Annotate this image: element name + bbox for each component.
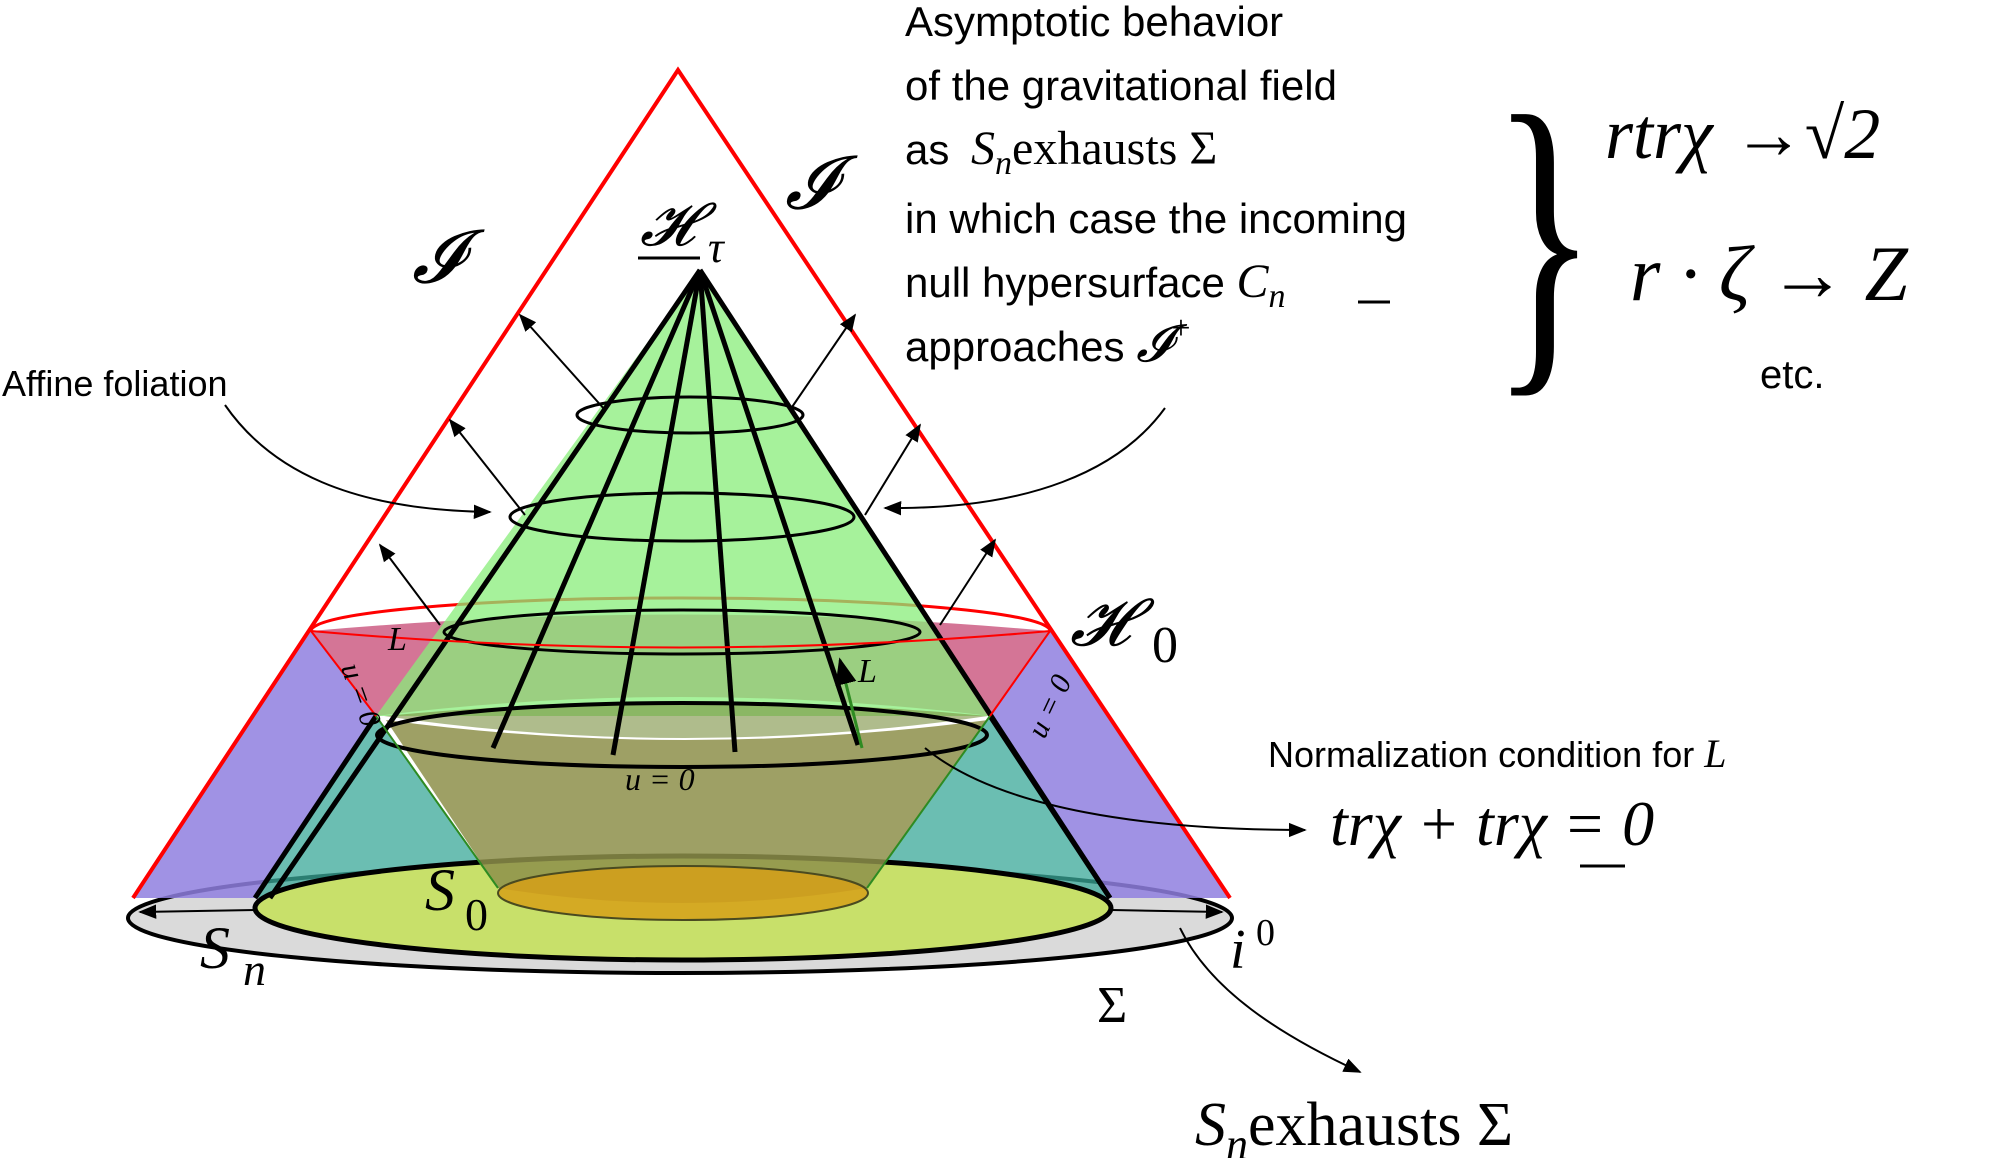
cone-side-left xyxy=(267,268,703,900)
formula-rzeta: r · ζ→Z xyxy=(1630,230,1909,317)
svg-text:Asymptotic behavior: Asymptotic behavior xyxy=(905,0,1283,45)
foliation-spheres xyxy=(375,395,989,769)
teal-region-right xyxy=(867,716,1110,898)
red-rim-right xyxy=(989,630,1051,717)
teal-region-left xyxy=(255,716,498,898)
affine-foliation-label: Affine foliation xyxy=(2,363,228,404)
u0-label-center: u = 0 xyxy=(625,761,695,797)
svg-text:of the gravitational field: of the gravitational field xyxy=(905,62,1337,109)
svg-text:𝓗: 𝓗 xyxy=(640,190,717,260)
red-rim-left xyxy=(310,630,377,717)
svg-text:i: i xyxy=(1230,919,1246,981)
normalization-equation: trχ + trχ = 0 xyxy=(1330,788,1654,859)
scri-plus xyxy=(131,66,1232,900)
sn-label: S n xyxy=(200,915,266,995)
asymptotic-text: Asymptotic behavior of the gravitational… xyxy=(905,0,1407,374)
h-tau-label: 𝓗 τ xyxy=(638,190,726,272)
sigma-label: Σ xyxy=(1097,977,1127,1034)
s0-label: S 0 xyxy=(425,857,488,940)
incoming-cone-left xyxy=(252,714,379,900)
scri-label-left: 𝓘 xyxy=(412,214,485,300)
formula-rtrchi: rtrχ→√2 xyxy=(1605,94,1880,174)
scri-label-right: 𝓘 xyxy=(785,140,858,226)
affine-curve-right xyxy=(883,407,1166,516)
sn-exhausts-label: Snexhausts Σ xyxy=(1195,1091,1513,1158)
svg-text:0: 0 xyxy=(465,889,488,940)
cone-generators xyxy=(490,269,861,756)
svg-text:S: S xyxy=(200,915,230,981)
svg-text:as Snexhausts Σ: as Snexhausts Σ xyxy=(905,122,1217,182)
affine-curve-left xyxy=(224,404,492,519)
l-label-right: L xyxy=(857,653,877,690)
svg-text:approaches 𝓘+: approaches 𝓘+ xyxy=(905,310,1191,374)
olive-frustum xyxy=(386,720,988,903)
outgoing-arrows xyxy=(378,313,996,626)
i0-label: i 0 xyxy=(1230,912,1275,981)
svg-text:S: S xyxy=(425,857,455,923)
green-lower xyxy=(384,702,988,738)
red-ellipse-front xyxy=(310,630,1051,649)
l-label-left: L xyxy=(387,621,407,658)
exhausts-curve xyxy=(1179,927,1362,1073)
svg-text:τ: τ xyxy=(708,223,726,272)
svg-text:0: 0 xyxy=(1256,912,1275,954)
sn-arrow-right xyxy=(1111,904,1224,919)
svg-text:0: 0 xyxy=(1152,617,1178,674)
etc-label: etc. xyxy=(1760,353,1824,397)
incoming-cone-right xyxy=(987,714,1113,900)
limits-brace: } xyxy=(1491,48,1597,425)
normalization-curve xyxy=(924,747,1307,838)
h0-label: 𝓗 0 xyxy=(1070,584,1178,674)
frustum-bottom xyxy=(497,865,869,921)
green-edge-right xyxy=(866,715,991,889)
purple-region-left xyxy=(133,631,376,898)
normalization-title: Normalization condition for L xyxy=(1268,731,1726,776)
svg-text:𝓗: 𝓗 xyxy=(1070,584,1155,661)
green-edge-left xyxy=(375,715,499,889)
l-arrow-right xyxy=(835,657,864,749)
svg-text:in which case the incoming: in which case the incoming xyxy=(905,195,1407,242)
svg-text:null hypersurface Cn: null hypersurface Cn xyxy=(905,255,1286,315)
sn-arrow-left xyxy=(138,904,256,919)
svg-text:n: n xyxy=(243,944,266,995)
purple-region-right xyxy=(990,631,1230,898)
